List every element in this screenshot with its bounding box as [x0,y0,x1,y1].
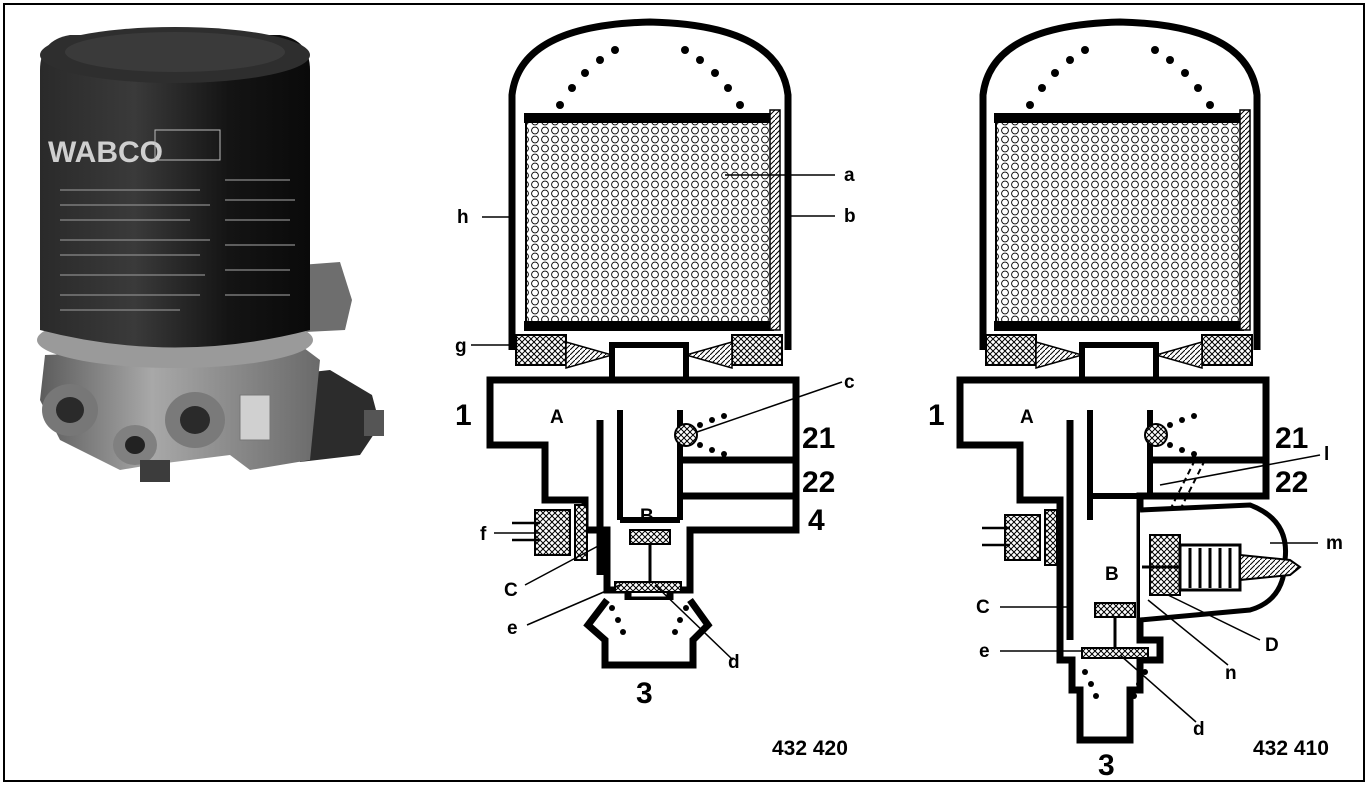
chamber-A-right: A [1020,407,1034,428]
port-22: 22 [802,466,835,499]
port-1: 1 [455,399,472,432]
brand-logo-text: WABCO [48,136,163,169]
label-e: e [507,618,518,639]
part-number-432420: 432 420 [772,737,848,760]
label-D: D [1265,635,1279,656]
label-d-right: d [1193,719,1205,740]
figure-frame [3,3,1365,782]
port-22-right: 22 [1275,466,1308,499]
chamber-B: B [640,506,654,527]
part-number-432410: 432 410 [1253,737,1329,760]
port-3-right: 3 [1098,749,1115,782]
label-c: c [844,372,855,393]
label-C-right: C [976,597,990,618]
label-a: a [844,165,855,186]
port-21: 21 [802,422,835,455]
air-dryer-photo: WABCO [37,27,384,482]
cross-section-432420: a b h g c f C e d A B 1 21 22 4 3 432 42… [455,18,856,760]
port-1-right: 1 [928,399,945,432]
label-g: g [455,336,467,357]
port-3: 3 [636,677,653,710]
label-h: h [457,207,469,228]
chamber-B-right: B [1105,564,1119,585]
label-C: C [504,580,518,601]
label-d: d [728,652,740,673]
label-e-right: e [979,641,990,662]
chamber-A: A [550,407,564,428]
label-m: m [1326,533,1343,554]
cross-section-432410: l m C e d D n A B 1 21 22 3 432 410 [928,18,1343,782]
port-4: 4 [808,504,825,537]
label-f: f [480,524,487,545]
port-21-right: 21 [1275,422,1308,455]
label-l: l [1324,444,1329,465]
label-n: n [1225,663,1237,684]
label-b: b [844,206,856,227]
